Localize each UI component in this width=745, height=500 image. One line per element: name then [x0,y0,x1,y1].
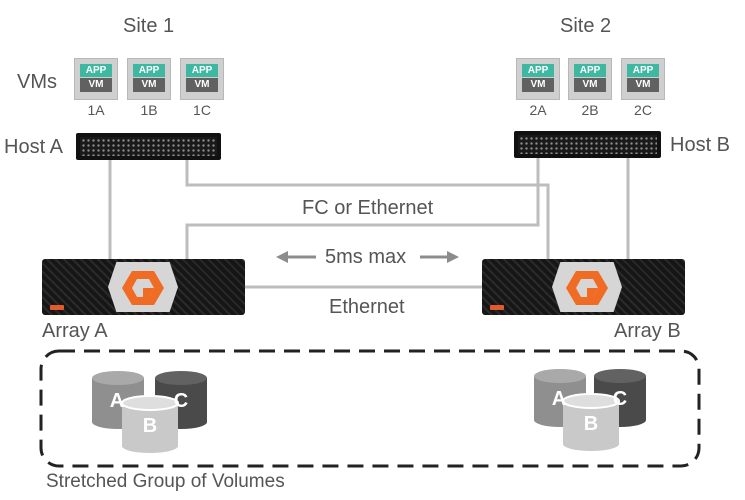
latency-label: 5ms max [325,246,407,268]
volume-b-label-left: B [142,415,158,437]
volume-cylinder-icon [121,395,179,453]
stretched-group-border [39,349,701,468]
volume-b-label-right: B [583,413,599,435]
brand-mark-icon [50,305,64,310]
vm-badge: VM [186,78,218,92]
volume-c-label-right: C [612,388,628,410]
array-a-storage-array-icon[interactable] [42,259,245,315]
vms-label: VMs [17,71,57,93]
app-badge: APP [80,64,112,77]
app-badge: APP [574,64,606,77]
volume-cylinder-icon [562,393,620,451]
vm-label-1a: 1A [87,102,105,118]
vm-2c-icon[interactable]: APP VM [621,58,665,100]
vm-label-1b: 1B [140,102,158,118]
app-badge: APP [186,64,218,77]
vm-badge: VM [627,78,659,92]
site-1-title: Site 1 [123,15,175,37]
vm-2a-icon[interactable]: APP VM [516,58,560,100]
vm-label-1c: 1C [193,102,211,118]
link-host-a-array-b [185,160,550,262]
volume-group-right [534,369,646,451]
vm-badge: VM [522,78,554,92]
pure-storage-logo-icon [566,271,608,305]
app-badge: APP [522,64,554,77]
array-a-label: Array A [42,320,108,342]
app-badge: APP [627,64,659,77]
array-b-label: Array B [614,320,681,342]
vm-badge: VM [80,78,112,92]
fc-ethernet-label: FC or Ethernet [302,197,434,219]
volume-group-left [92,371,207,453]
volume-a-label-left: A [109,390,125,412]
link-host-b-array-a [185,158,540,262]
vm-1c-icon[interactable]: APP VM [180,58,224,100]
host-b-label: Host B [670,134,731,156]
vm-badge: VM [574,78,606,92]
host-a-label: Host A [4,136,63,158]
vm-label-2a: 2A [529,102,547,118]
array-b-storage-array-icon[interactable] [482,259,685,315]
vm-2b-icon[interactable]: APP VM [568,58,612,100]
connection-lines [108,158,630,289]
pure-storage-logo-icon [122,271,164,305]
vm-label-2c: 2C [634,102,652,118]
app-badge: APP [133,64,165,77]
vm-1b-icon[interactable]: APP VM [127,58,171,100]
stretched-group-caption: Stretched Group of Volumes [46,471,285,492]
brand-mark-icon [490,305,504,310]
host-server-icon[interactable] [514,131,661,158]
site-2-title: Site 2 [560,15,612,37]
vm-1a-icon[interactable]: APP VM [74,58,118,100]
host-server-icon[interactable] [76,133,221,160]
volume-a-label-right: A [551,388,567,410]
volume-c-label-left: C [173,390,189,412]
vm-label-2b: 2B [581,102,599,118]
ethernet-label: Ethernet [329,296,405,318]
vm-badge: VM [133,78,165,92]
double-arrow-icon [276,251,459,263]
